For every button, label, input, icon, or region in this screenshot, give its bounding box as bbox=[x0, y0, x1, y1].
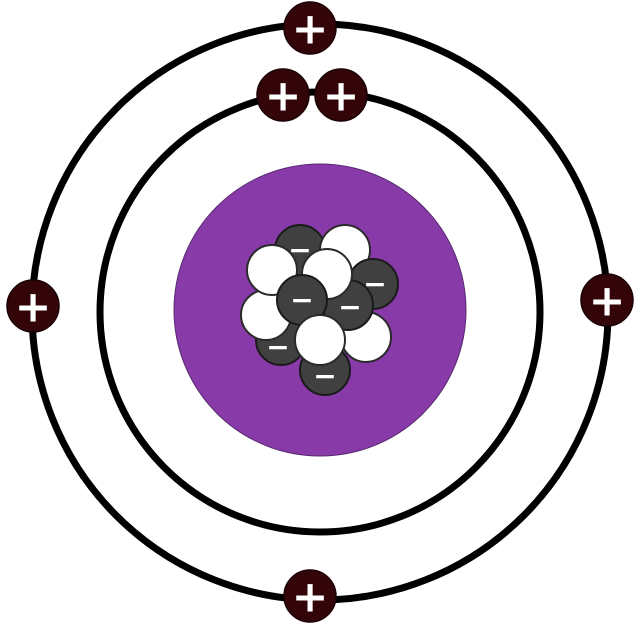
outer-orbit-particle-right: + bbox=[580, 273, 634, 327]
outer-orbit-particle-left: + bbox=[6, 279, 60, 333]
plus-symbol: + bbox=[15, 282, 52, 333]
outer-orbit-particle-top: + bbox=[283, 1, 337, 55]
nucleus-white-particle bbox=[294, 314, 346, 366]
minus-symbol: − bbox=[313, 360, 336, 393]
plus-symbol: + bbox=[323, 71, 360, 122]
orbiting-particles: + + + + + + bbox=[6, 1, 634, 623]
inner-orbit-particle-left: + bbox=[256, 68, 310, 122]
outer-orbit-particle-bottom: + bbox=[283, 569, 337, 623]
inner-orbit-particle-right: + bbox=[314, 68, 368, 122]
plus-symbol: + bbox=[292, 572, 329, 623]
minus-symbol: − bbox=[338, 291, 361, 324]
nucleus-dark-particle: − bbox=[276, 274, 328, 326]
plus-symbol: + bbox=[265, 71, 302, 122]
nucleus-particles: − − − − − bbox=[240, 224, 399, 396]
plus-symbol: + bbox=[589, 276, 626, 327]
plus-symbol: + bbox=[292, 4, 329, 55]
minus-symbol: − bbox=[290, 284, 313, 317]
